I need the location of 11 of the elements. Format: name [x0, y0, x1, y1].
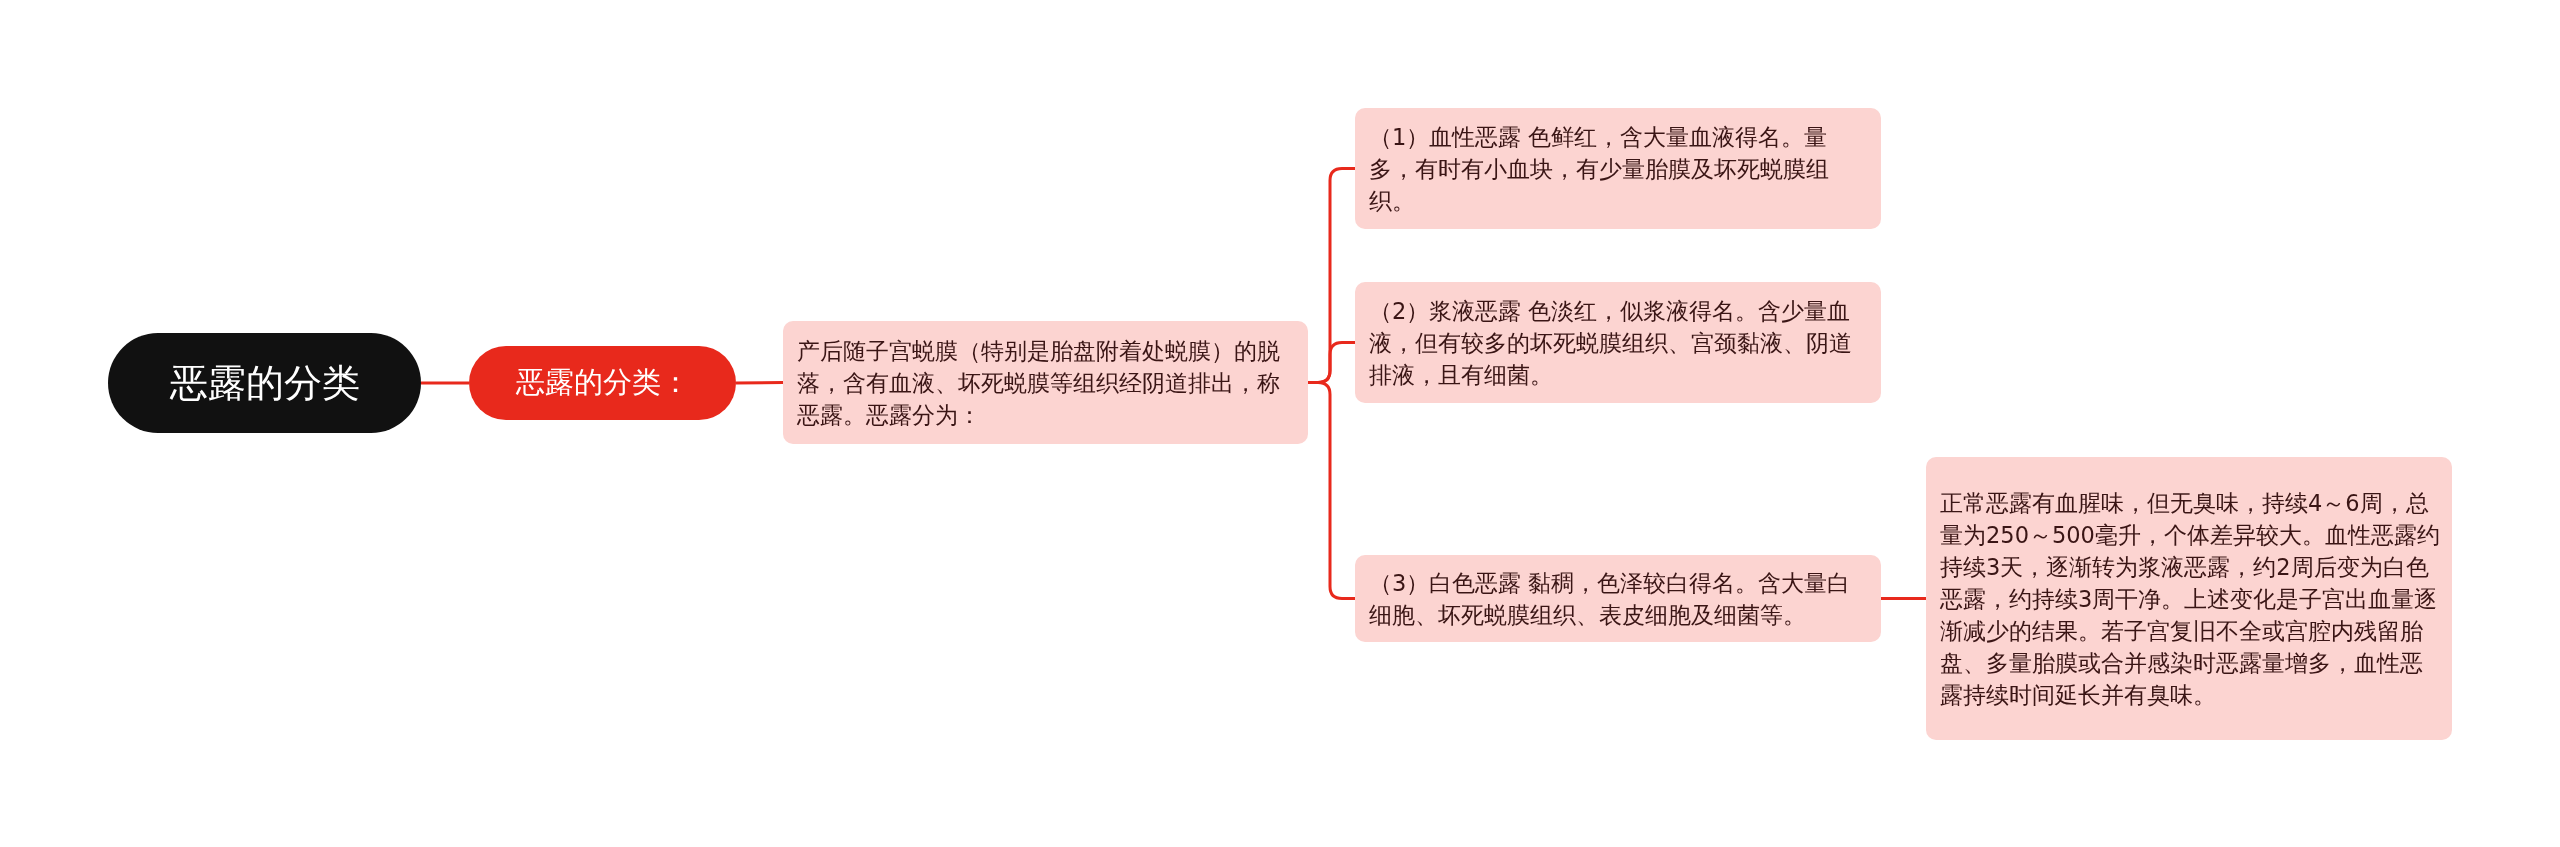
topic-box: 产后随子宫蜕膜（特别是胎盘附着处蜕膜）的脱落，含有血液、坏死蜕膜等组织经阴道排出，称恶露。恶露分为： [783, 321, 1308, 444]
topic-box: （2）浆液恶露 色淡红，似浆液得名。含少量血液，但有较多的坏死蜕膜组织、宫颈黏液、阴道排液，且有细菌。 [1355, 282, 1881, 403]
topic-box: （3）白色恶露 黏稠，色泽较白得名。含大量白细胞、坏死蜕膜组织、表皮细胞及细菌等。 [1355, 555, 1881, 642]
connector-line [421, 381, 469, 385]
topic-pill: 恶露的分类： [469, 346, 736, 420]
root-topic: 恶露的分类 [108, 333, 421, 433]
connector-line [736, 381, 783, 385]
note-box: 正常恶露有血腥味，但无臭味，持续4～6周，总量为250～500毫升，个体差异较大。血性恶露约持续3天，逐渐转为浆液恶露，约2周后变为白色恶露，约持续3周干净。上述变化是子宫出血量逐渐减少的结果。若子宫复旧不全或宫腔内残留胎盘、多量胎膜或合并感染时恶露量增多，血性恶露持续时间延长并有臭味。 [1926, 457, 2452, 740]
connector-line [1881, 597, 1926, 600]
topic-box: （1）血性恶露 色鲜红，含大量血液得名。量多，有时有小血块，有少量胎膜及坏死蜕膜组织。 [1355, 108, 1881, 229]
connector-line [1308, 381, 1355, 600]
